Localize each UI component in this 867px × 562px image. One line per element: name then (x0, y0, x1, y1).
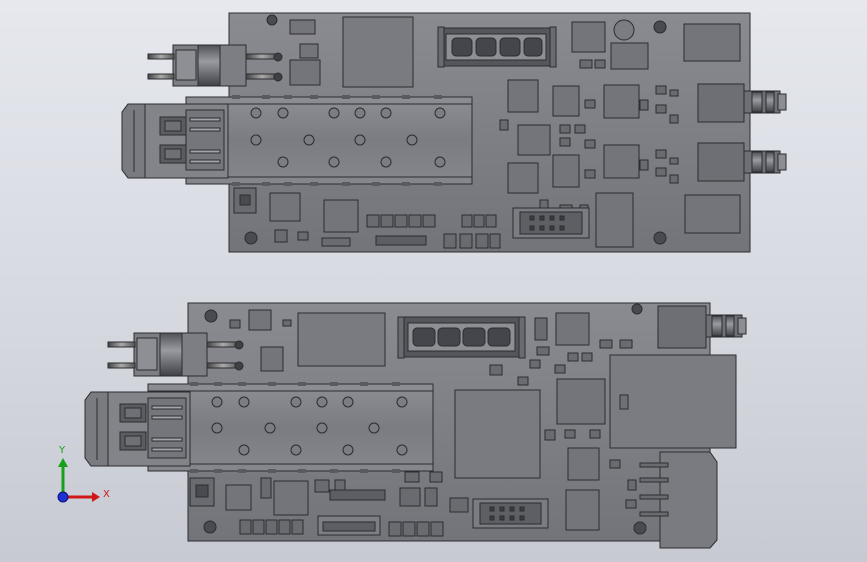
chip (248, 309, 272, 331)
mounting-hole (653, 231, 667, 245)
chip (269, 192, 301, 222)
chip (342, 16, 414, 88)
z-axis-dot (57, 491, 69, 503)
power-module (609, 354, 737, 449)
chip (552, 154, 580, 188)
coordinate-triad: X Y (57, 445, 110, 503)
top-pcb-assembly[interactable] (121, 12, 787, 253)
edge-connector (659, 451, 718, 549)
chip (603, 144, 640, 179)
chip (260, 346, 284, 372)
chip (552, 85, 580, 117)
sfp-cage (147, 383, 434, 472)
chip (610, 42, 649, 70)
chip (567, 447, 600, 481)
chip (454, 389, 541, 479)
y-axis-label: Y (58, 445, 66, 456)
chip (657, 305, 707, 349)
coax-connector (743, 150, 787, 174)
mounting-hole (266, 14, 278, 26)
chip (565, 489, 600, 531)
mounting-hole (633, 521, 647, 535)
crystal (613, 19, 635, 41)
pin-header (329, 489, 386, 501)
chip (556, 378, 606, 425)
chip (299, 43, 319, 59)
rf-shield (697, 142, 745, 182)
chip (289, 19, 316, 35)
mounting-hole (631, 303, 643, 315)
chip (603, 84, 640, 119)
power-connector (107, 332, 244, 377)
chip (225, 484, 252, 511)
mounting-hole (203, 520, 217, 534)
bottom-pcb-assembly[interactable] (84, 302, 747, 549)
x-axis-label: X (103, 489, 110, 500)
mounting-hole (653, 20, 667, 34)
chip (297, 312, 386, 367)
power-connector (147, 44, 283, 87)
mounting-hole (204, 309, 218, 323)
chip (289, 59, 321, 86)
pin-header (375, 235, 427, 246)
chip (273, 480, 309, 516)
chip (595, 192, 634, 248)
sfp-cage (185, 96, 473, 185)
coax-connector (705, 314, 747, 338)
chip (323, 199, 359, 233)
chip (555, 312, 590, 346)
chip (517, 124, 551, 156)
chip (683, 23, 741, 62)
coax-connector (743, 90, 787, 114)
chip (507, 162, 539, 194)
rf-shield (697, 83, 745, 123)
chip (571, 21, 606, 53)
chip (684, 194, 741, 234)
chip (260, 477, 272, 499)
chip (507, 79, 539, 113)
mounting-hole (244, 231, 258, 245)
